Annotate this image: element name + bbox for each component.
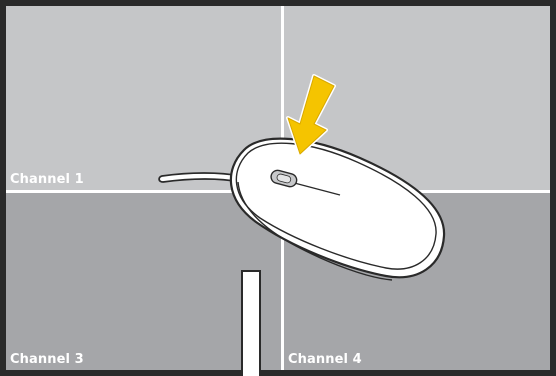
channel-3-label: Channel 3 [10, 352, 84, 367]
cable-drop-bar [241, 270, 261, 376]
channel-4-label: Channel 4 [288, 352, 362, 367]
channel-pane-3[interactable]: Channel 3 [6, 193, 281, 370]
channel-1-label: Channel 1 [10, 172, 84, 187]
